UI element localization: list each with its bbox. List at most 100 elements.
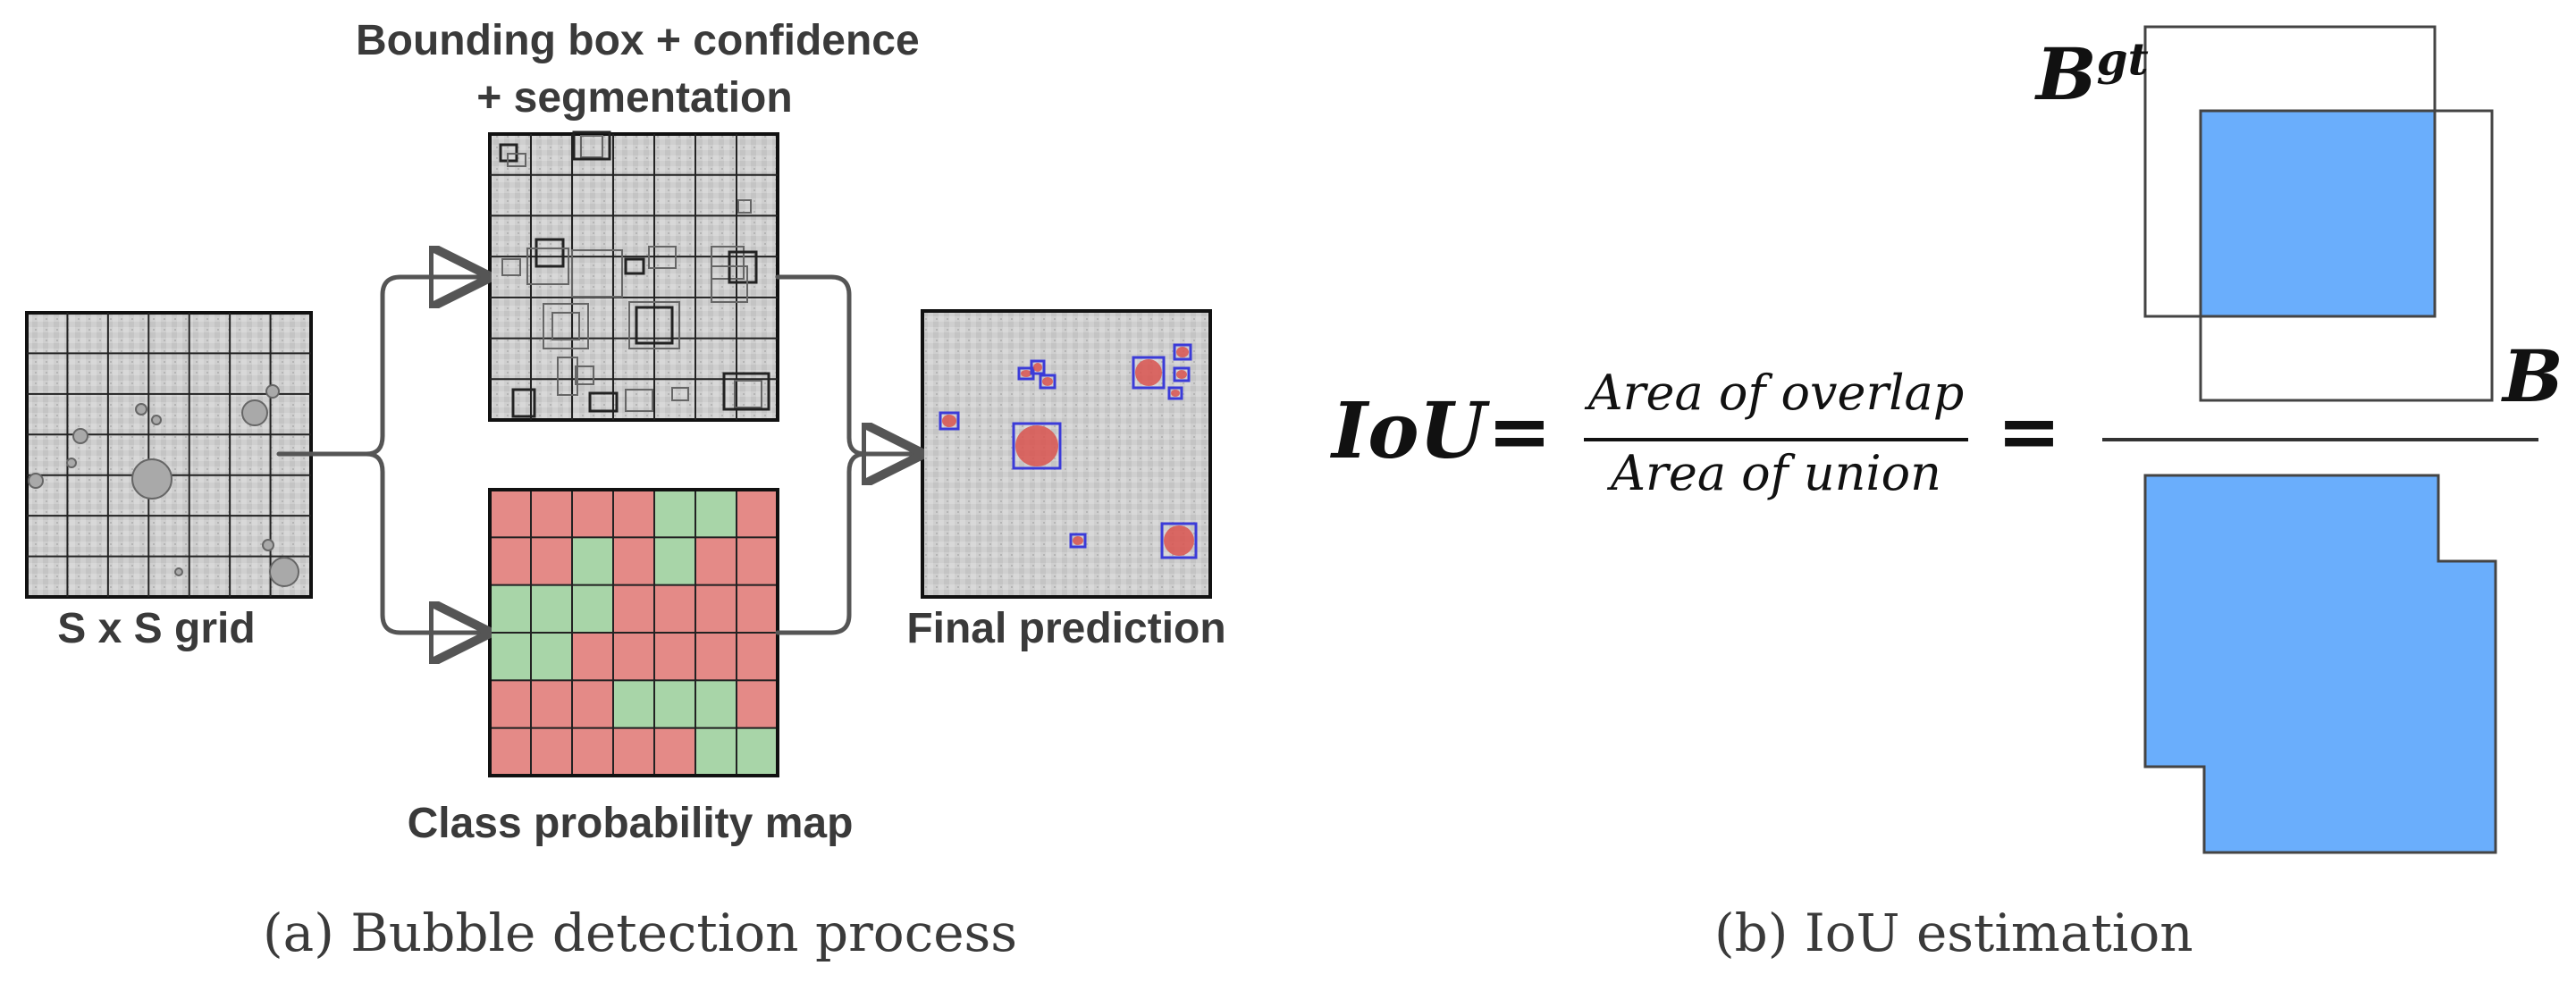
class-cell-red xyxy=(695,584,738,634)
detected-bubble xyxy=(1042,377,1053,386)
detection-box xyxy=(1160,522,1198,559)
candidate-box xyxy=(737,199,752,214)
caption-a: (a) Bubble detection process xyxy=(263,903,1018,963)
ground-truth-label: Bgt xyxy=(2036,32,2149,116)
bubble xyxy=(262,539,274,551)
candidate-box xyxy=(571,249,623,298)
bbox-confidence-label-line2: + segmentation xyxy=(476,74,793,122)
equals-sign-2: = xyxy=(1997,386,2062,476)
class-cell-red xyxy=(736,632,779,682)
candidate-box xyxy=(526,248,569,285)
bubble xyxy=(269,557,299,587)
class-cell-red xyxy=(530,536,574,587)
candidate-box xyxy=(535,238,565,268)
detected-bubble xyxy=(1176,347,1189,357)
class-cell-red xyxy=(571,726,615,777)
ground-truth-box xyxy=(2143,25,2437,318)
class-cell-green xyxy=(612,679,656,730)
candidate-box xyxy=(628,301,680,349)
candidate-box xyxy=(734,380,762,408)
class-cell-red xyxy=(612,584,656,634)
candidate-box xyxy=(575,365,594,385)
numerator-area-of-overlap: Area of overlap xyxy=(1587,365,1965,421)
detected-bubble xyxy=(942,415,956,427)
bubble xyxy=(151,415,162,425)
candidate-box xyxy=(625,389,653,412)
class-cell-red xyxy=(489,489,533,539)
detection-box xyxy=(1173,343,1192,361)
final-prediction-image xyxy=(921,309,1212,599)
class-cell-green xyxy=(695,726,738,777)
detected-bubble xyxy=(1021,370,1031,377)
class-cell-red xyxy=(612,536,656,587)
class-cell-red xyxy=(530,489,574,539)
iou-symbol: IoU xyxy=(1332,386,1486,476)
candidate-box xyxy=(711,265,748,303)
detection-box xyxy=(939,411,960,431)
bubble xyxy=(174,567,183,576)
class-cell-green xyxy=(653,489,697,539)
detected-bubble xyxy=(1073,536,1083,545)
candidate-box xyxy=(722,372,770,411)
bubble xyxy=(66,458,77,468)
detection-box xyxy=(1167,386,1183,400)
ground-truth-label-base: B xyxy=(2036,32,2097,116)
class-cell-green xyxy=(653,536,697,587)
class-cell-red xyxy=(695,632,738,682)
bbox-confidence-label-line1: Bounding box + confidence xyxy=(356,17,920,64)
detected-bubble xyxy=(1135,359,1162,386)
bubbles-raw xyxy=(28,384,299,587)
class-cell-green xyxy=(736,726,779,777)
class-cell-green xyxy=(489,584,533,634)
class-cell-red xyxy=(489,726,533,777)
arrow-classmap-to-final xyxy=(775,451,868,635)
sxs-grid-label: S x S grid xyxy=(57,605,256,652)
class-cell-red xyxy=(530,679,574,730)
class-cell-green xyxy=(571,584,615,634)
detected-bubble xyxy=(1171,390,1180,397)
class-cell-red xyxy=(612,632,656,682)
overlap-fill xyxy=(2199,109,2437,318)
ground-truth-label-sup: gt xyxy=(2096,32,2149,86)
predicted-box xyxy=(2199,109,2494,402)
bubble xyxy=(135,403,147,416)
candidate-box xyxy=(580,135,603,158)
sxs-grid-image xyxy=(25,311,313,599)
detected-bubble xyxy=(1164,525,1194,556)
flow-arrows xyxy=(276,274,915,635)
arrow-bbox-to-final xyxy=(775,274,915,454)
detection-box xyxy=(1039,374,1056,390)
class-cell-green xyxy=(489,632,533,682)
class-cell-red xyxy=(653,726,697,777)
candidate-box xyxy=(551,312,580,340)
bubble xyxy=(72,428,88,444)
candidate-box xyxy=(507,153,526,167)
final-prediction-label: Final prediction xyxy=(906,605,1226,652)
bubble xyxy=(241,399,268,426)
class-cell-red xyxy=(571,679,615,730)
bbox-segmentation-image xyxy=(488,130,779,422)
detection-box xyxy=(1030,359,1046,375)
bubble xyxy=(28,473,44,489)
class-cell-red xyxy=(695,536,738,587)
predicted-box-label: B xyxy=(2503,334,2563,418)
class-cell-green xyxy=(653,679,697,730)
candidate-box xyxy=(624,257,645,275)
candidate-box xyxy=(648,246,677,269)
candidate-box xyxy=(557,357,578,396)
candidate-box xyxy=(635,306,674,345)
detected-bubble xyxy=(1033,363,1042,372)
caption-b: (b) IoU estimation xyxy=(1714,903,2193,963)
class-probability-map-label: Class probability map xyxy=(407,800,854,847)
iou-diagram-overlap xyxy=(2143,25,2494,402)
class-cell-red xyxy=(489,536,533,587)
detected-bubble xyxy=(1176,370,1187,379)
candidate-box xyxy=(511,388,536,418)
class-cell-red xyxy=(612,489,656,539)
candidate-box xyxy=(543,303,589,349)
detection-box xyxy=(1069,533,1087,549)
bubble xyxy=(131,458,173,500)
class-cell-red xyxy=(653,584,697,634)
class-cell-red xyxy=(736,536,779,587)
